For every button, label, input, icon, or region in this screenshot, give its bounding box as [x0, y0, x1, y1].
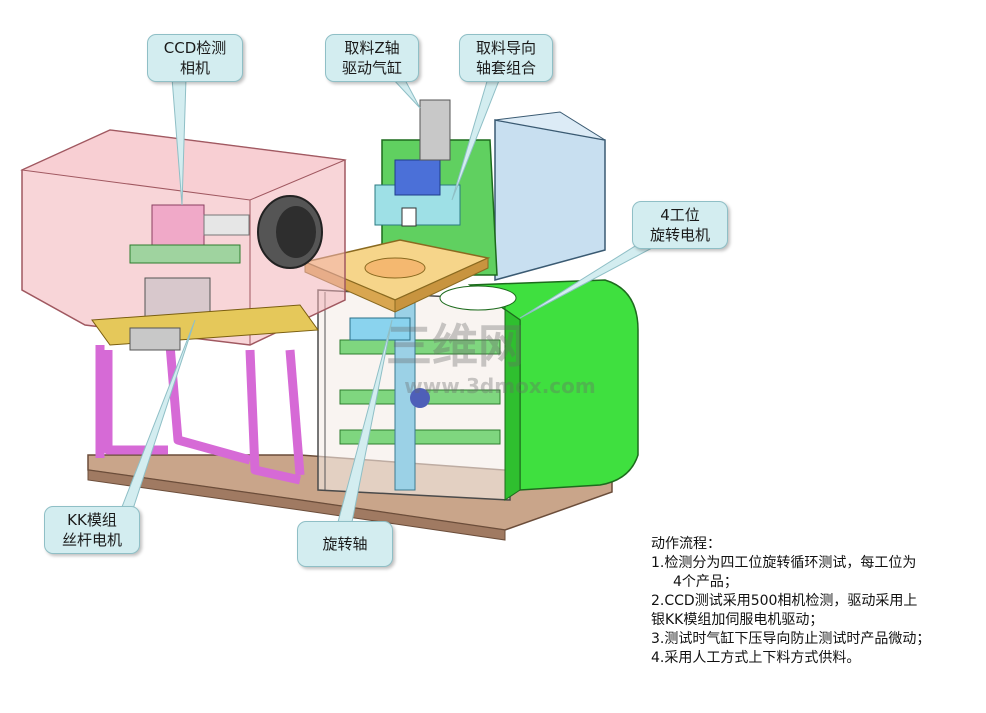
- callout-ccd-camera: CCD检测 相机: [147, 34, 243, 82]
- watermark-cn: 三维网: [386, 319, 524, 373]
- callout-rotary-axis: 旋转轴: [297, 521, 393, 567]
- callout-guide-sleeve: 取料导向 轴套组合: [459, 34, 553, 82]
- action-flow-line: 4个产品；: [673, 574, 738, 590]
- callout-z-cylinder-line2: 驱动气缸: [341, 59, 402, 77]
- callout-kk-module-line2: 丝杆电机: [61, 531, 122, 549]
- action-flow-line: 银KK模组加伺服电机驱动；: [651, 612, 824, 628]
- callout-guide-sleeve-line1: 取料导向: [475, 39, 536, 57]
- callout-ccd-camera-line1: CCD检测: [163, 39, 227, 57]
- watermark: 三维网 www.3dmox.com: [386, 319, 596, 398]
- action-flow-line: 2.CCD测试采用500相机检测，驱动采用上: [651, 593, 918, 609]
- action-flow-line: 1.检测分为四工位旋转循环测试，每工位为: [651, 555, 917, 571]
- callout-rotary-axis-line1: 旋转轴: [322, 535, 368, 553]
- callout-rotary-motor-line1: 4工位: [660, 206, 700, 224]
- rotary-table: [302, 239, 491, 313]
- callout-guide-sleeve-line2: 轴套组合: [475, 59, 536, 77]
- callout-rotary-motor-line2: 旋转电机: [649, 226, 710, 244]
- action-flow-title: 动作流程：: [651, 536, 721, 552]
- callout-kk-module: KK模组 丝杆电机: [44, 506, 140, 554]
- blue-back-box: [494, 111, 606, 281]
- watermark-url: www.3dmox.com: [404, 374, 596, 398]
- callout-rotary-motor: 4工位 旋转电机: [632, 201, 728, 249]
- action-flow-line: 3.测试时气缸下压导向防止测试时产品微动；: [651, 631, 931, 647]
- ccd-camera: [151, 195, 323, 269]
- kk-module: [91, 244, 319, 351]
- green-panel: [439, 279, 639, 501]
- callout-z-cylinder-line1: 取料Z轴: [344, 39, 400, 57]
- action-flow-line: 4.采用人工方式上下料方式供料。: [651, 650, 861, 666]
- callout-ccd-camera-line2: 相机: [179, 59, 210, 77]
- callout-kk-module-line1: KK模组: [67, 511, 117, 529]
- action-flow: 动作流程： 1.检测分为四工位旋转循环测试，每工位为 4个产品； 2.CCD测试…: [651, 535, 981, 668]
- z-column: [374, 99, 498, 276]
- callout-z-cylinder: 取料Z轴 驱动气缸: [325, 34, 419, 82]
- callout-pointers: [119, 77, 653, 523]
